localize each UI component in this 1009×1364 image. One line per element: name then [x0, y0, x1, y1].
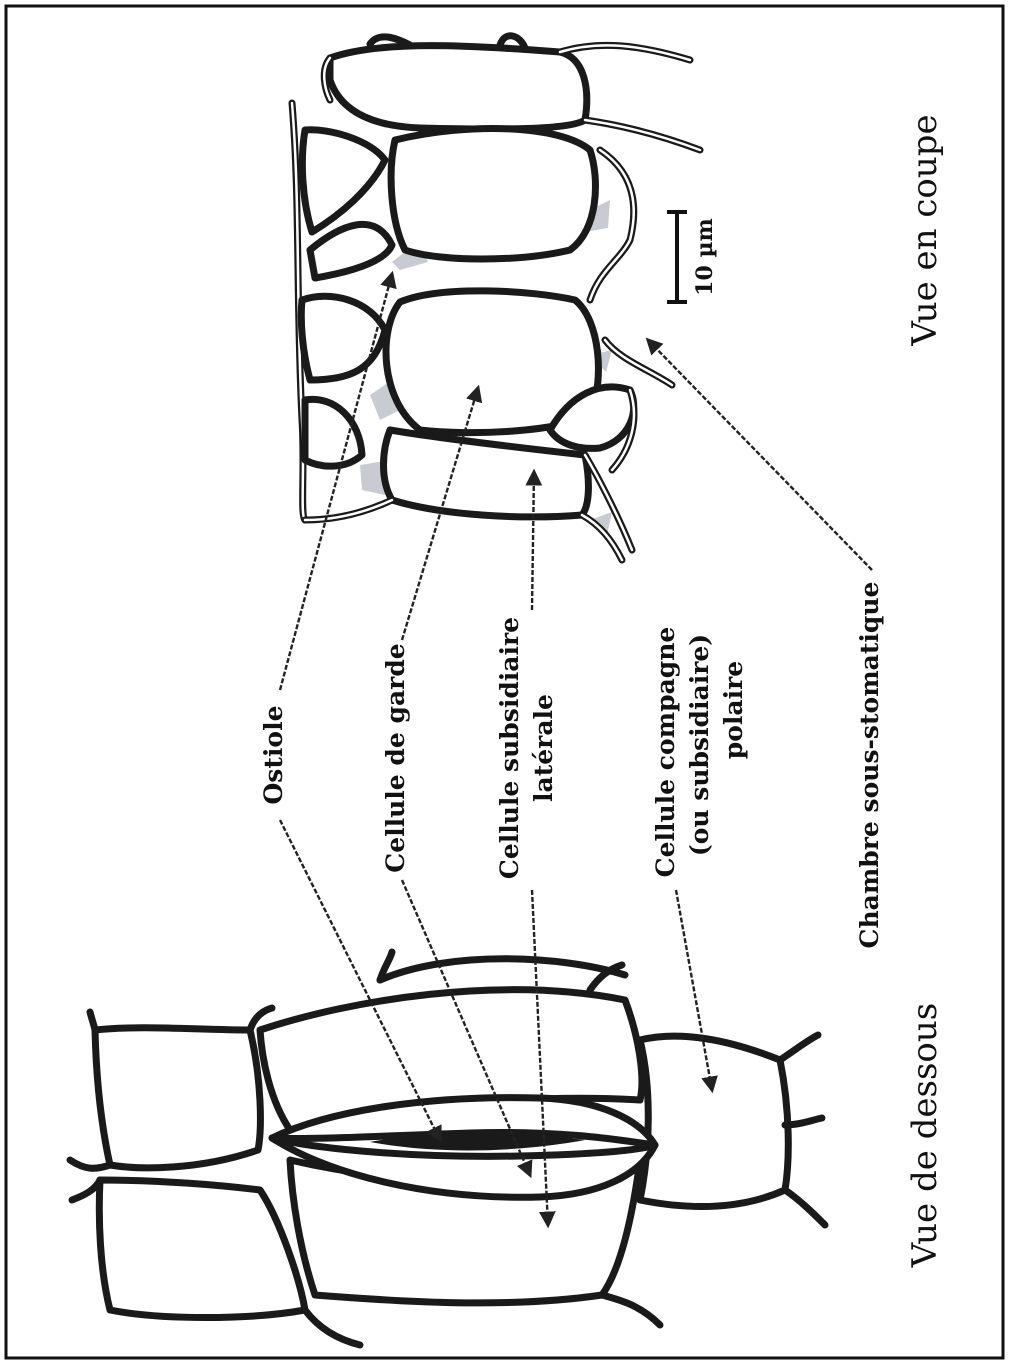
section-guard-cell-upper: [391, 129, 595, 259]
section-epidermal-cell-a: [302, 130, 385, 232]
label-polar-companion-1: Cellule compagne: [651, 627, 680, 878]
leader-chamber: [648, 340, 872, 570]
bottom-cell-left-bottom: [99, 1180, 305, 1318]
label-lateral-subsidiary-1: Cellule subsidiaire: [495, 617, 524, 879]
bottom-cell-top: [380, 959, 625, 980]
label-polar-companion-2: (ou subsidiaire): [685, 634, 714, 856]
scale-bar: 10 µm: [667, 212, 718, 302]
bottom-cell-left-top: [95, 1028, 260, 1168]
section-view-drawing: [292, 36, 700, 560]
title-bottom-view: Vue de dessous: [905, 1003, 945, 1269]
label-guard-cell: Cellule de garde: [381, 643, 410, 872]
section-epidermal-cell-b: [310, 224, 392, 278]
section-lateral-subsidiary-cell: [384, 430, 589, 517]
section-epidermal-cell-c: [301, 296, 385, 380]
label-ostiole: Ostiole: [259, 706, 288, 805]
title-section-view: Vue en coupe: [905, 114, 945, 346]
label-substomatal-chamber: Chambre sous-stomatique: [855, 582, 884, 949]
section-epidermal-cell-d: [305, 399, 362, 466]
label-polar-companion-3: polaire: [719, 661, 748, 759]
section-cell-top: [330, 46, 587, 129]
bottom-polar-companion-cell: [640, 1036, 788, 1206]
bottom-view-drawing: [70, 952, 825, 1345]
scale-bar-label: 10 µm: [692, 218, 718, 296]
label-lateral-subsidiary-2: latérale: [529, 694, 558, 802]
